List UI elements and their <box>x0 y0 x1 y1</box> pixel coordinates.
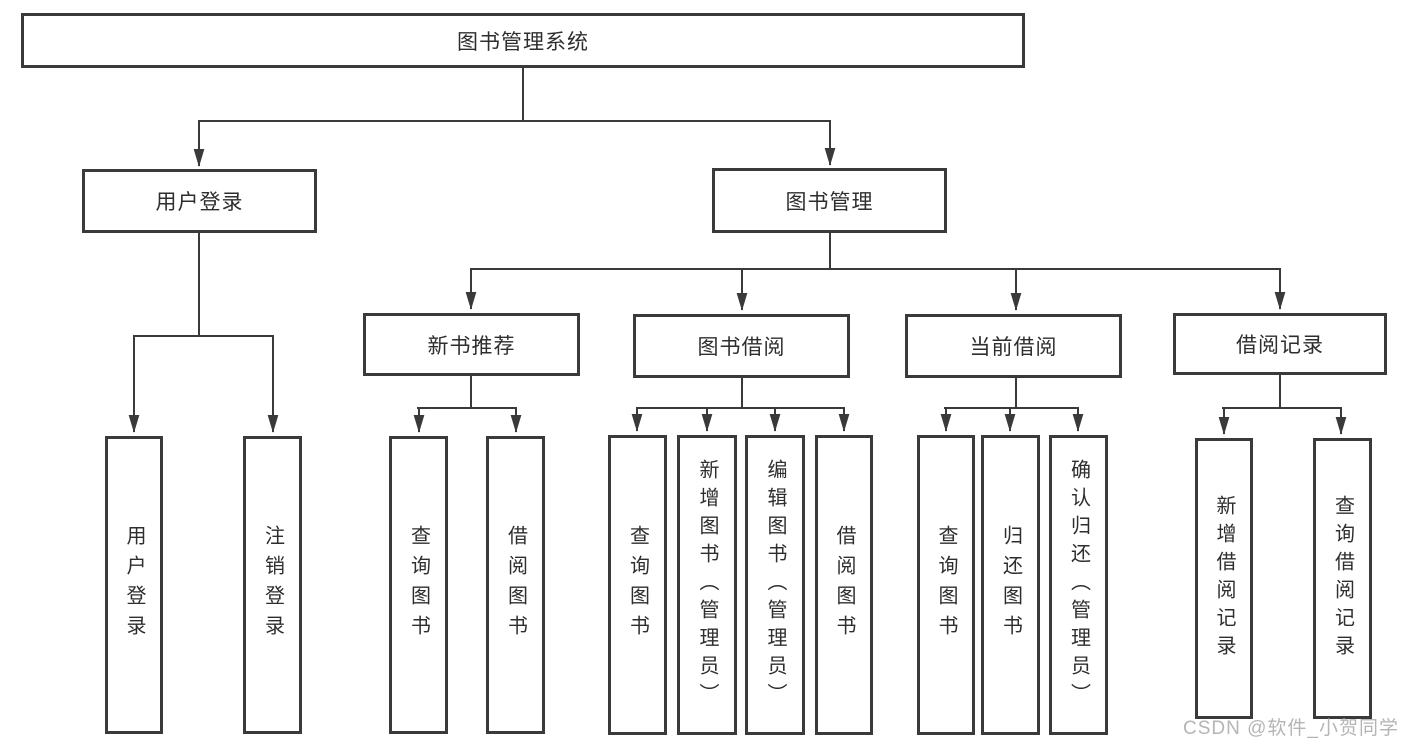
leaf-edit-books-admin: 编辑图书（管理员） <box>745 435 805 735</box>
leaf-query-books-current: 查询图书 <box>917 435 975 735</box>
leaf-label: 借阅图书 <box>833 525 855 645</box>
leaf-borrow-books-recommend: 借阅图书 <box>486 436 545 734</box>
leaf-label: 新增借阅记录 <box>1213 494 1235 663</box>
leaf-user-login: 用户登录 <box>105 436 163 734</box>
leaf-confirm-return-admin: 确认归还（管理员） <box>1049 435 1108 735</box>
leaf-label: 查询图书 <box>626 525 649 645</box>
leaf-label: 新增图书（管理员） <box>696 459 718 711</box>
node-user-login: 用户登录 <box>82 169 317 233</box>
leaf-query-borrow-record: 查询借阅记录 <box>1313 438 1372 719</box>
leaf-logout: 注销登录 <box>243 436 302 734</box>
leaf-label: 注销登录 <box>261 525 284 645</box>
leaf-borrow-books: 借阅图书 <box>815 435 873 735</box>
leaf-query-books-recommend: 查询图书 <box>389 436 448 734</box>
leaf-label: 查询图书 <box>407 525 430 645</box>
node-new-book-recommend: 新书推荐 <box>363 313 580 376</box>
leaf-label: 编辑图书（管理员） <box>764 459 786 711</box>
node-root: 图书管理系统 <box>21 13 1025 68</box>
leaf-label: 查询图书 <box>935 525 957 645</box>
connector-rails <box>133 68 1342 409</box>
leaf-return-books: 归还图书 <box>981 435 1040 735</box>
leaf-label: 确认归还（管理员） <box>1067 459 1090 711</box>
node-current-borrow: 当前借阅 <box>905 314 1122 378</box>
csdn-watermark: CSDN @软件_小贺同学 <box>1183 718 1399 739</box>
leaf-label: 查询借阅记录 <box>1331 494 1354 663</box>
leaf-add-borrow-record: 新增借阅记录 <box>1195 438 1253 719</box>
leaf-label: 归还图书 <box>999 525 1022 645</box>
node-borrow-records: 借阅记录 <box>1173 313 1387 375</box>
leaf-label: 借阅图书 <box>504 525 527 645</box>
leaf-query-books-borrow: 查询图书 <box>608 435 667 735</box>
leaf-add-books-admin: 新增图书（管理员） <box>677 435 737 735</box>
leaf-label: 用户登录 <box>123 525 145 645</box>
node-book-management: 图书管理 <box>712 168 947 233</box>
node-book-borrow: 图书借阅 <box>633 314 850 378</box>
